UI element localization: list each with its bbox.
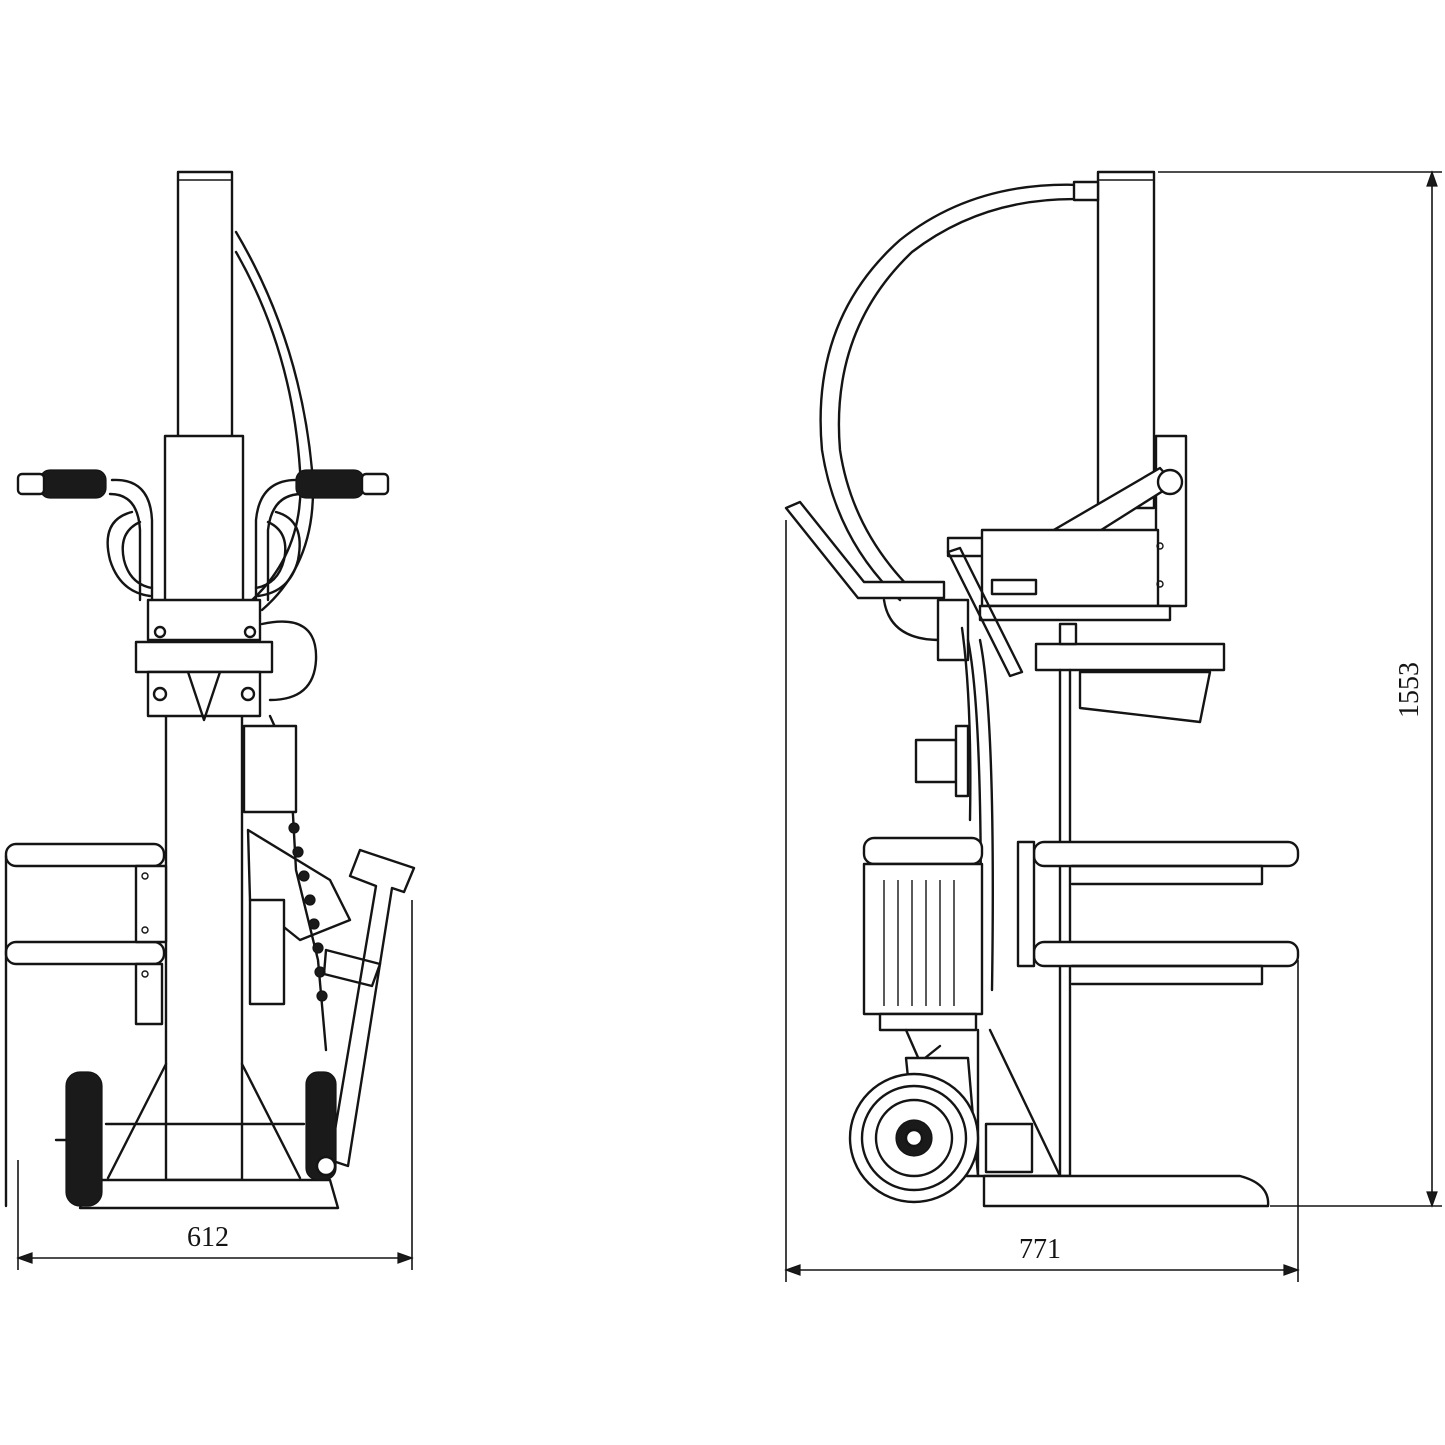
side-motor-cap: [862, 836, 984, 866]
side-depth-dimension: 771: [784, 520, 1300, 1282]
height-dimension: 1553: [1158, 170, 1442, 1208]
height-label: 1553: [1394, 662, 1425, 718]
side-lever-link: [946, 546, 1024, 678]
front-head-plate: [146, 598, 262, 642]
front-width-dimension: 612: [16, 900, 414, 1270]
right-grip-icon: [295, 469, 365, 499]
side-depth-label: 771: [1019, 1234, 1061, 1265]
front-base-stand: [78, 1178, 340, 1210]
side-table: [1034, 642, 1226, 672]
side-motor-body: [862, 862, 984, 1016]
left-grip-icon: [39, 469, 107, 499]
side-base-plate: [982, 1174, 1270, 1208]
side-view: [784, 170, 1300, 1208]
front-log-cradle: [4, 842, 168, 1208]
front-column-top: [176, 170, 234, 444]
front-right-handle: [254, 469, 390, 602]
side-head-bracket: [1154, 434, 1188, 608]
side-wheel-icon: [848, 1056, 980, 1204]
front-width-label: 612: [187, 1222, 229, 1253]
side-log-cradle: [1016, 840, 1300, 986]
side-column: [1096, 170, 1156, 510]
side-gauge-icon: [914, 738, 958, 784]
front-column-collar: [163, 434, 245, 606]
side-handle-bar: [784, 500, 946, 600]
side-hydraulic-hose: [819, 183, 1100, 602]
front-hydraulic-hose: [234, 230, 315, 612]
front-right-wheel-icon: [305, 1071, 337, 1181]
front-crossbar: [134, 640, 274, 674]
front-left-handle: [16, 469, 154, 602]
front-wedge: [186, 670, 222, 722]
front-column-lower: [164, 710, 244, 1182]
front-valve-box: [242, 724, 298, 814]
motor-fins-icon: [883, 880, 955, 1006]
front-left-wheel-icon: [65, 1071, 103, 1207]
front-view: [4, 170, 416, 1210]
front-operating-lever: [328, 848, 416, 1168]
